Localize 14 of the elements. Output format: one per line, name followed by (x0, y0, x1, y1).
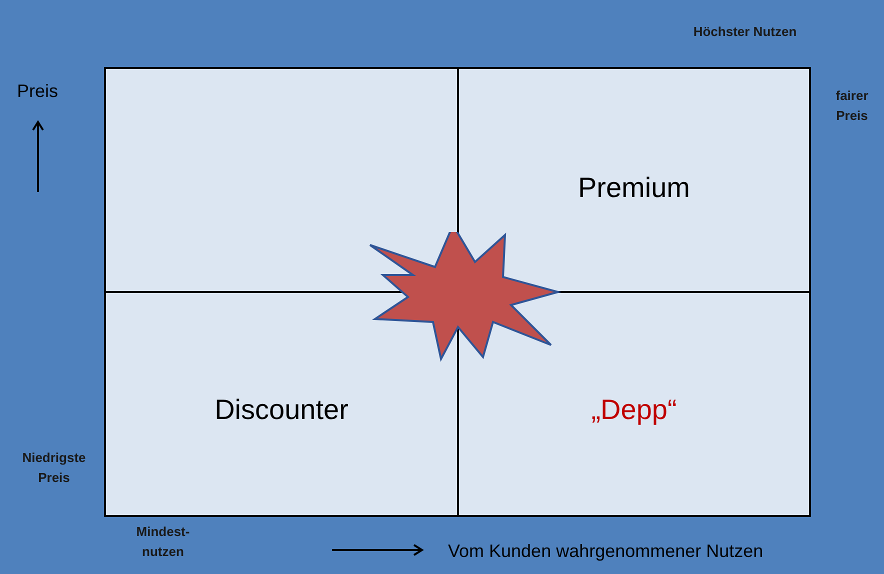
quadrant-label: Discounter (214, 393, 350, 427)
axis-label: Mindest- nutzen (135, 523, 191, 561)
quadrant-box (106, 69, 458, 292)
axis-label: Vom Kunden wahrgenommener Nutzen (448, 540, 764, 563)
quadrant-box (458, 69, 809, 292)
axis-label: fairer Preis (834, 87, 870, 125)
quadrant-label: „Depp“ (590, 393, 678, 427)
quadrant-label: Premium (576, 171, 691, 205)
axis-label: Niedrigste Preis (21, 449, 87, 487)
axis-label: Preis (17, 80, 58, 103)
axis-label: Höchster Nutzen (692, 23, 798, 41)
quadrant-box (106, 292, 458, 515)
starburst-shape (369, 232, 562, 362)
quadrant-box (458, 292, 809, 515)
